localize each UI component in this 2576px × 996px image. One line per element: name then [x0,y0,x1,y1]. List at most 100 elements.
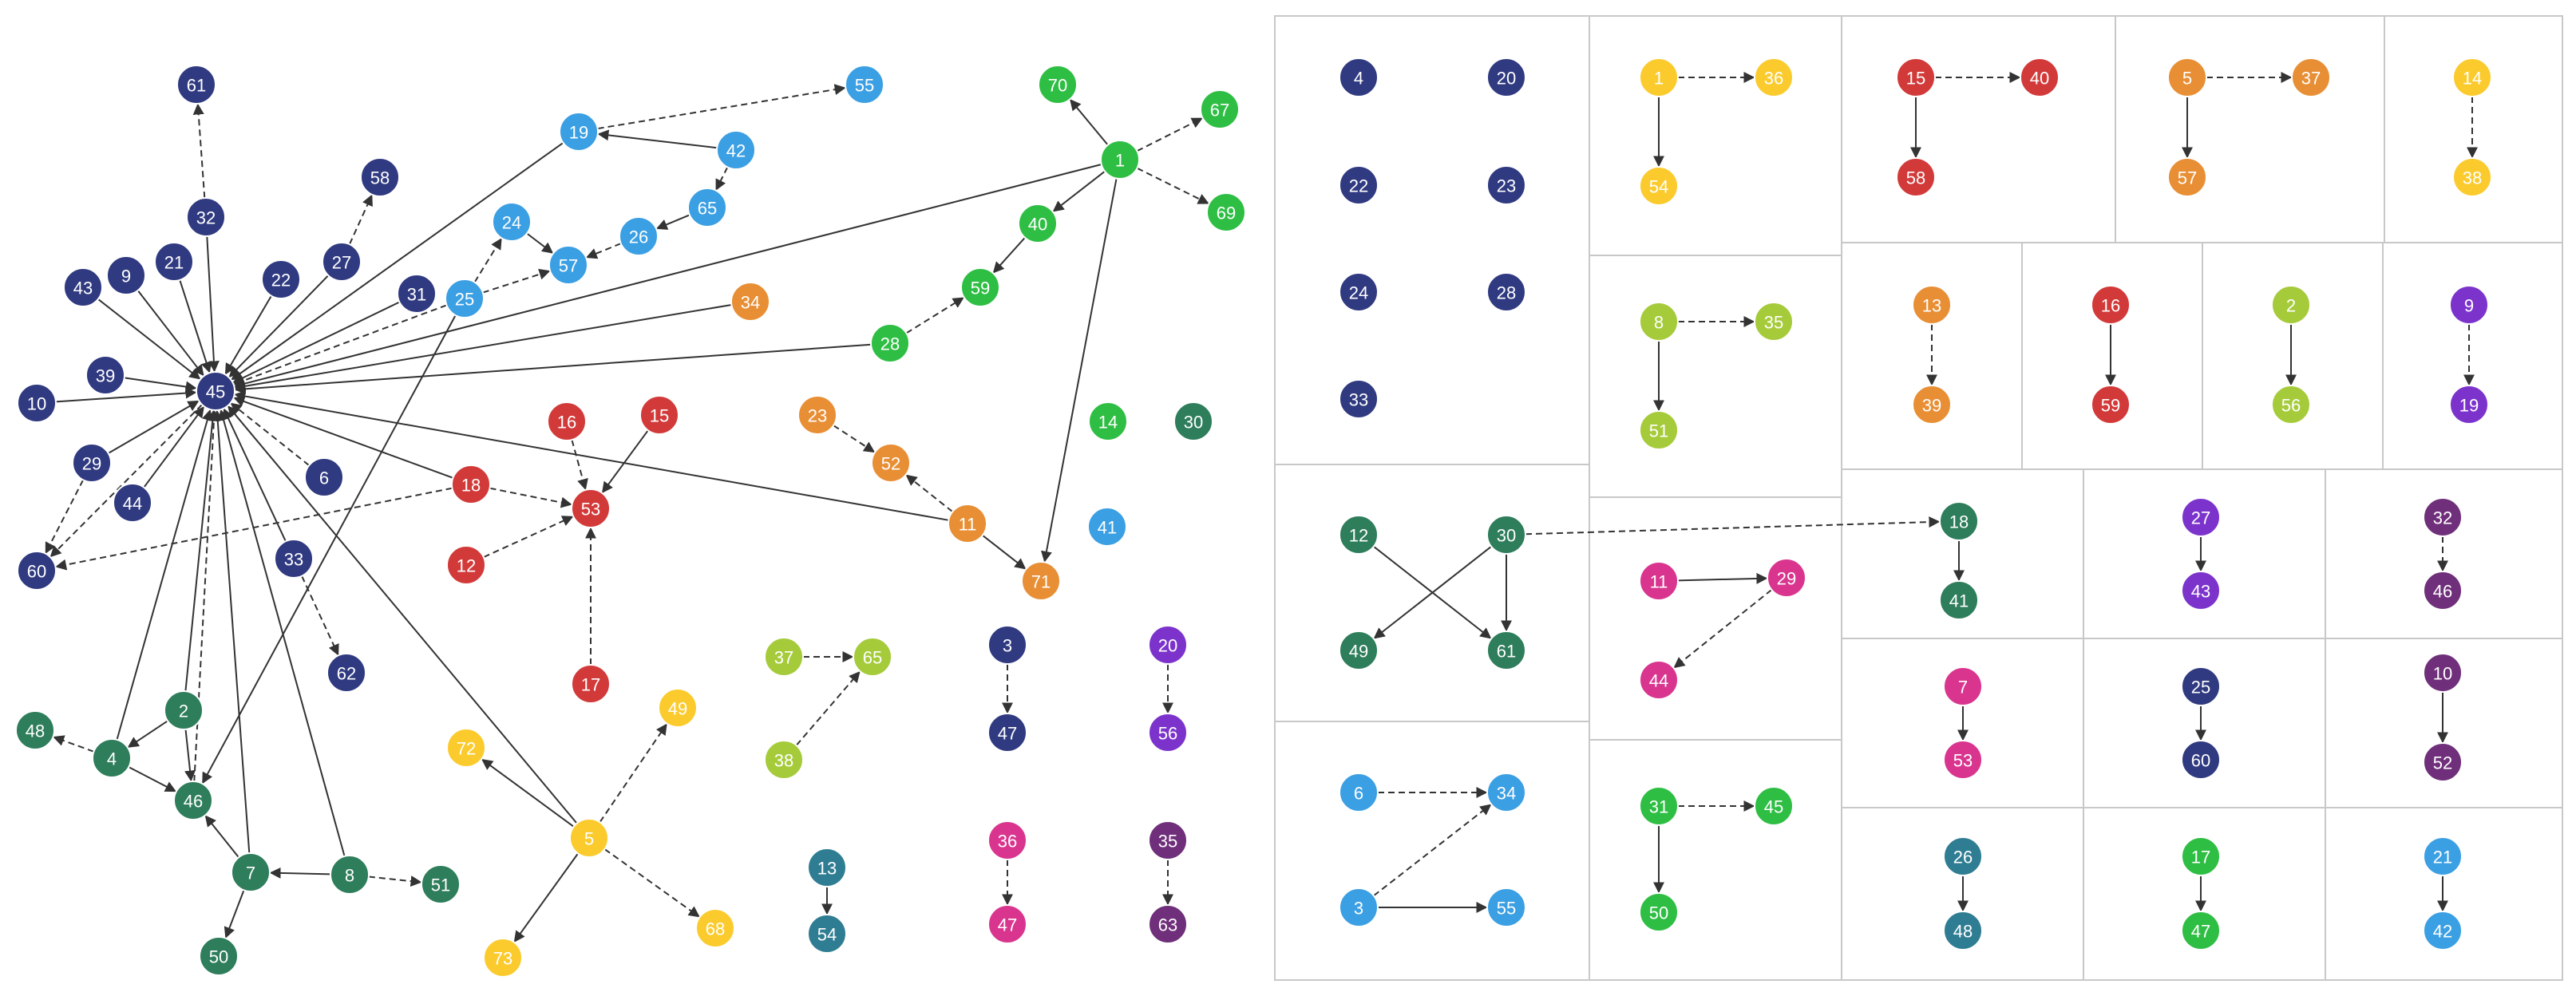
left-node-38[interactable]: 38 [764,740,804,780]
right-node-58[interactable]: 58 [1896,157,1936,197]
right-node-46[interactable]: 46 [2423,571,2463,611]
left-node-61[interactable]: 61 [176,65,216,105]
right-node-50[interactable]: 50 [1639,892,1679,932]
right-node-60[interactable]: 60 [2181,740,2221,780]
right-node-3[interactable]: 3 [1339,887,1379,927]
left-node-40[interactable]: 40 [1018,204,1058,243]
left-node-37[interactable]: 37 [764,637,804,677]
left-node-49[interactable]: 49 [658,688,698,728]
left-node-45[interactable]: 45 [196,371,235,411]
left-node-13[interactable]: 13 [807,848,847,887]
left-node-3[interactable]: 3 [987,625,1027,665]
left-node-73[interactable]: 73 [483,938,523,978]
left-node-5[interactable]: 5 [569,818,609,858]
right-node-10[interactable]: 10 [2423,653,2463,693]
right-node-1[interactable]: 1 [1639,57,1679,97]
left-node-20[interactable]: 20 [1148,625,1188,665]
left-node-15[interactable]: 15 [639,395,679,435]
left-node-43[interactable]: 43 [63,267,103,307]
right-node-2[interactable]: 2 [2271,285,2311,325]
left-node-21[interactable]: 21 [154,242,194,282]
right-node-32[interactable]: 32 [2423,497,2463,537]
right-node-17[interactable]: 17 [2181,836,2221,876]
left-node-10[interactable]: 10 [17,383,57,423]
right-node-49[interactable]: 49 [1339,630,1379,670]
right-node-6[interactable]: 6 [1339,773,1379,812]
left-node-19[interactable]: 19 [559,112,599,152]
left-node-7[interactable]: 7 [231,852,271,892]
right-node-35[interactable]: 35 [1754,302,1794,342]
left-node-24[interactable]: 24 [492,202,532,242]
left-node-48[interactable]: 48 [15,710,55,750]
right-node-33[interactable]: 33 [1339,379,1379,419]
right-node-29[interactable]: 29 [1767,558,1806,598]
left-node-52[interactable]: 52 [871,443,911,483]
right-node-24[interactable]: 24 [1339,272,1379,312]
left-node-29[interactable]: 29 [72,443,112,483]
left-node-36[interactable]: 36 [987,820,1027,860]
right-node-53[interactable]: 53 [1943,740,1983,780]
left-node-54[interactable]: 54 [807,914,847,954]
right-node-61[interactable]: 61 [1486,630,1526,670]
right-node-26[interactable]: 26 [1943,836,1983,876]
right-node-5[interactable]: 5 [2167,57,2207,97]
right-node-30[interactable]: 30 [1486,515,1526,555]
right-node-15[interactable]: 15 [1896,57,1936,97]
right-node-12[interactable]: 12 [1339,515,1379,555]
right-node-45[interactable]: 45 [1754,786,1794,826]
right-node-20[interactable]: 20 [1486,57,1526,97]
left-node-17[interactable]: 17 [571,664,611,704]
left-node-16[interactable]: 16 [547,401,587,441]
right-node-25[interactable]: 25 [2181,666,2221,706]
right-node-56[interactable]: 56 [2271,385,2311,425]
left-node-4[interactable]: 4 [92,738,132,778]
left-node-68[interactable]: 68 [695,908,735,948]
right-node-48[interactable]: 48 [1943,911,1983,951]
left-node-72[interactable]: 72 [446,728,486,768]
right-node-51[interactable]: 51 [1639,410,1679,450]
left-node-9[interactable]: 9 [106,255,146,295]
right-node-40[interactable]: 40 [2020,57,2060,97]
left-node-42[interactable]: 42 [716,130,756,170]
right-node-9[interactable]: 9 [2449,285,2489,325]
left-node-32[interactable]: 32 [186,197,226,237]
left-node-47[interactable]: 47 [987,904,1027,944]
right-node-39[interactable]: 39 [1912,385,1952,425]
left-node-50[interactable]: 50 [199,936,239,976]
left-node-71[interactable]: 71 [1021,561,1061,601]
left-node-59[interactable]: 59 [960,267,1000,307]
right-node-36[interactable]: 36 [1754,57,1794,97]
left-node-1[interactable]: 1 [1100,140,1140,180]
right-node-41[interactable]: 41 [1939,580,1979,620]
left-node-14[interactable]: 14 [1088,401,1128,441]
left-node-31[interactable]: 31 [397,274,437,314]
left-node-2[interactable]: 2 [164,690,204,730]
right-node-34[interactable]: 34 [1486,773,1526,812]
left-node-23[interactable]: 23 [797,395,837,435]
left-node-69[interactable]: 69 [1206,192,1246,232]
right-node-13[interactable]: 13 [1912,285,1952,325]
right-node-8[interactable]: 8 [1639,302,1679,342]
right-node-43[interactable]: 43 [2181,571,2221,611]
right-node-4[interactable]: 4 [1339,57,1379,97]
left-node-44[interactable]: 44 [113,483,152,523]
left-node-22[interactable]: 22 [261,259,301,299]
left-node-6[interactable]: 6 [304,457,344,497]
right-node-37[interactable]: 37 [2291,57,2331,97]
right-node-23[interactable]: 23 [1486,165,1526,205]
left-node-11[interactable]: 11 [948,504,987,543]
left-node-41[interactable]: 41 [1087,507,1127,547]
left-node-51[interactable]: 51 [421,864,461,904]
left-node-33[interactable]: 33 [274,539,314,579]
left-node-47[interactable]: 47 [987,713,1027,753]
right-node-52[interactable]: 52 [2423,742,2463,782]
left-node-12[interactable]: 12 [446,545,486,585]
left-node-65[interactable]: 65 [687,188,727,227]
left-node-25[interactable]: 25 [445,279,485,318]
left-node-35[interactable]: 35 [1148,820,1188,860]
right-node-47[interactable]: 47 [2181,911,2221,951]
left-node-34[interactable]: 34 [730,282,770,322]
right-node-7[interactable]: 7 [1943,666,1983,706]
left-node-18[interactable]: 18 [451,464,491,504]
right-node-55[interactable]: 55 [1486,887,1526,927]
